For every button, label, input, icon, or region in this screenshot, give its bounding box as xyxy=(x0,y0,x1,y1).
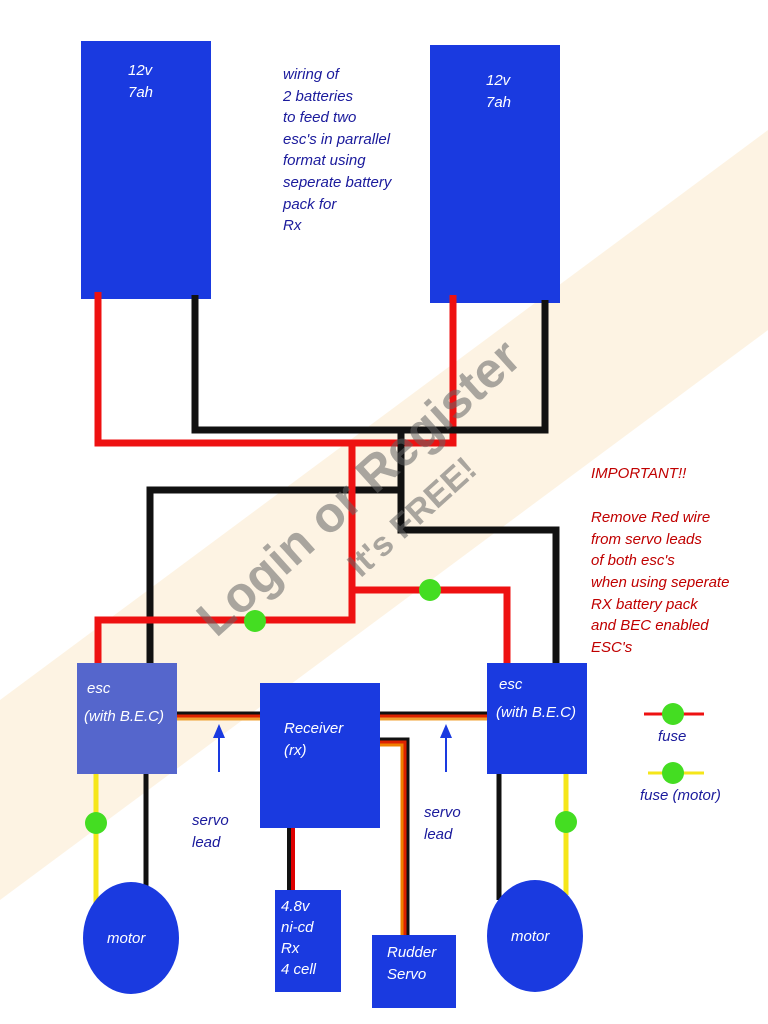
rx-battery-label: Rx xyxy=(281,940,300,957)
battery-1-capacity: 7ah xyxy=(128,84,153,101)
svg-text:fuse: fuse xyxy=(658,728,686,745)
servo-lead-label: servo xyxy=(424,804,461,821)
svg-text:when using seperate: when using seperate xyxy=(591,574,729,591)
receiver-label: Receiver xyxy=(284,720,344,737)
esc-right-label: (with B.E.C) xyxy=(496,704,576,721)
receiver-label: (rx) xyxy=(284,742,307,759)
esc-left-label: (with B.E.C) xyxy=(84,708,164,725)
battery-1 xyxy=(81,41,211,299)
svg-text:from servo leads: from servo leads xyxy=(591,531,702,548)
black-wire-esc-left xyxy=(146,486,401,665)
svg-text:ESC's: ESC's xyxy=(591,639,633,656)
svg-text:pack for: pack for xyxy=(282,196,337,213)
svg-text:format using: format using xyxy=(283,152,366,169)
rudder-servo-label: Servo xyxy=(387,966,426,983)
esc-right xyxy=(487,663,587,774)
servo-leads xyxy=(177,711,487,937)
svg-text:RX battery pack: RX battery pack xyxy=(591,596,699,613)
rudder-servo xyxy=(372,935,456,1008)
motor-left-label: motor xyxy=(107,930,146,947)
servo-lead-label: lead xyxy=(424,826,453,843)
fuse-icon xyxy=(662,703,684,725)
rx-battery-label: 4.8v xyxy=(281,898,311,915)
black-wire-esc-right xyxy=(397,430,560,665)
fuse-icon xyxy=(419,579,441,601)
servo-lead-label: servo xyxy=(192,812,229,829)
black-wire-batteries xyxy=(191,295,549,434)
battery-2-capacity: 7ah xyxy=(486,94,511,111)
svg-text:Remove Red wire: Remove Red wire xyxy=(591,509,710,526)
red-wire-esc-left xyxy=(94,443,356,665)
description-text: wiring of 2 batteries to feed two esc's … xyxy=(282,66,393,234)
svg-text:fuse (motor): fuse (motor) xyxy=(640,787,721,804)
svg-text:wiring of: wiring of xyxy=(283,66,341,83)
rx-battery-label: ni-cd xyxy=(281,919,314,936)
battery-2-voltage: 12v xyxy=(486,72,512,89)
svg-text:esc's in parrallel: esc's in parrallel xyxy=(283,131,391,148)
power-wires xyxy=(94,292,560,665)
motor-left xyxy=(83,882,179,994)
svg-text:to feed two: to feed two xyxy=(283,109,356,126)
fuse-icon xyxy=(244,610,266,632)
battery-1-voltage: 12v xyxy=(128,62,154,79)
watermark-band xyxy=(0,130,768,900)
battery-2 xyxy=(430,45,560,303)
motor-right-label: motor xyxy=(511,928,550,945)
svg-text:2 batteries: 2 batteries xyxy=(282,88,354,105)
rx-battery xyxy=(275,890,341,992)
fuse-icon xyxy=(662,762,684,784)
svg-text:and BEC enabled: and BEC enabled xyxy=(591,617,709,634)
important-note: IMPORTANT!! Remove Red wire from servo l… xyxy=(591,465,729,656)
rx-battery-label: 4 cell xyxy=(281,961,317,978)
red-wire-batteries xyxy=(94,292,457,447)
motor-right xyxy=(487,880,583,992)
svg-text:Rx: Rx xyxy=(283,217,302,234)
arrow-icon xyxy=(213,724,452,772)
svg-text:IMPORTANT!!: IMPORTANT!! xyxy=(591,465,687,482)
legend: fuse fuse (motor) xyxy=(640,703,721,804)
esc-left-label: esc xyxy=(87,680,111,697)
rudder-servo-label: Rudder xyxy=(387,944,437,961)
svg-text:of both esc's: of both esc's xyxy=(591,552,675,569)
esc-left xyxy=(77,663,177,774)
servo-lead-label: lead xyxy=(192,834,221,851)
svg-text:seperate battery: seperate battery xyxy=(283,174,393,191)
red-wire-esc-right xyxy=(352,586,511,665)
fuse-icon xyxy=(555,811,577,833)
receiver xyxy=(260,683,380,828)
fuse-icon xyxy=(85,812,107,834)
esc-right-label: esc xyxy=(499,676,523,693)
